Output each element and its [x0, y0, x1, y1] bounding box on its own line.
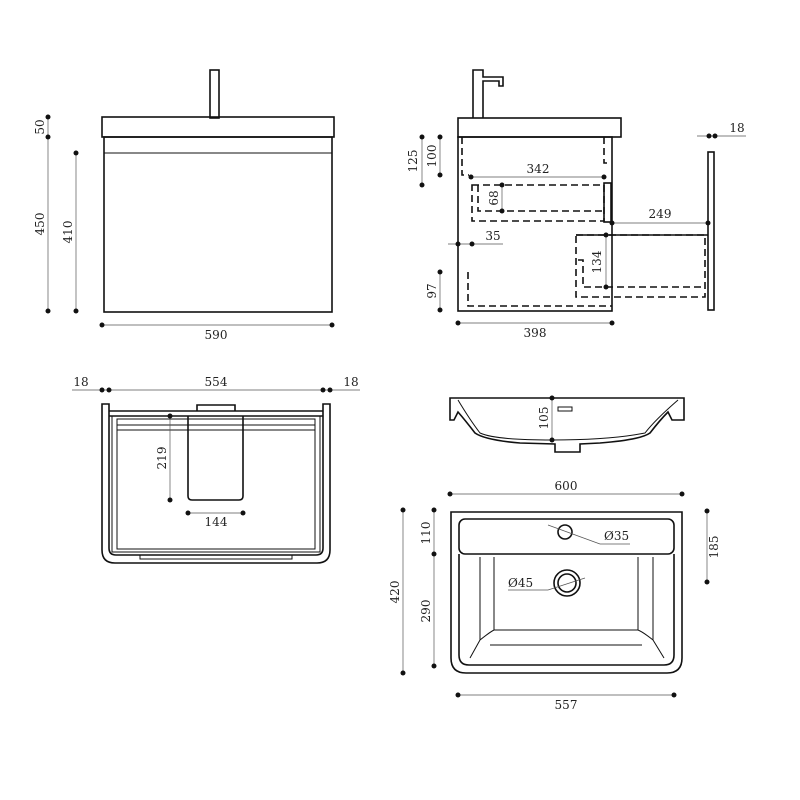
door-panel: [707, 151, 715, 311]
dim-100: 100: [425, 145, 439, 168]
front-view: 50 450 410 590: [33, 69, 335, 342]
faucet: [472, 69, 504, 118]
basin-top-slab: [101, 116, 335, 138]
basin-top-view: Ø35 Ø45 600 420 110 290 185 557: [388, 479, 721, 712]
dim-410: 410: [61, 221, 75, 244]
dim-18-left: 18: [73, 375, 88, 389]
overflow-shelf: [458, 518, 675, 555]
dim-97: 97: [425, 283, 439, 298]
lower-drawer-open: [575, 234, 706, 298]
basin-section: 105: [449, 395, 685, 453]
dim-144: 144: [205, 515, 228, 529]
dim-420: 420: [388, 581, 402, 604]
dim-557: 557: [555, 698, 578, 712]
dim-554: 554: [205, 375, 228, 389]
overflow-hole: [557, 524, 573, 540]
dim-398: 398: [524, 326, 547, 340]
drain-diameter-label: Ø45: [508, 576, 533, 590]
dim-18: 18: [729, 121, 744, 135]
dim-35: 35: [485, 229, 500, 243]
dim-219: 219: [155, 447, 169, 470]
plumbing-cutout: [187, 416, 244, 501]
dim-18-right: 18: [343, 375, 358, 389]
overflow-diameter-label: Ø35: [604, 529, 629, 543]
dim-50: 50: [33, 119, 47, 134]
drain-hole: [553, 569, 581, 597]
dim-105: 105: [537, 407, 551, 430]
dim-290: 290: [419, 600, 433, 623]
dim-125: 125: [406, 150, 420, 173]
dim-185: 185: [707, 536, 721, 559]
cabinet-body: [103, 136, 333, 313]
dim-134: 134: [590, 250, 604, 273]
dim-249: 249: [649, 207, 672, 221]
dim-110: 110: [419, 522, 433, 545]
dim-450: 450: [33, 213, 47, 236]
dim-342: 342: [527, 162, 550, 176]
dim-600: 600: [555, 479, 578, 493]
dim-68: 68: [487, 190, 501, 205]
faucet: [209, 69, 220, 119]
top-view: 18 554 18 219 144: [72, 375, 360, 564]
side-view: 125 100 342 68 249 35 134 97 398 18: [406, 69, 746, 340]
dim-590: 590: [205, 328, 228, 342]
